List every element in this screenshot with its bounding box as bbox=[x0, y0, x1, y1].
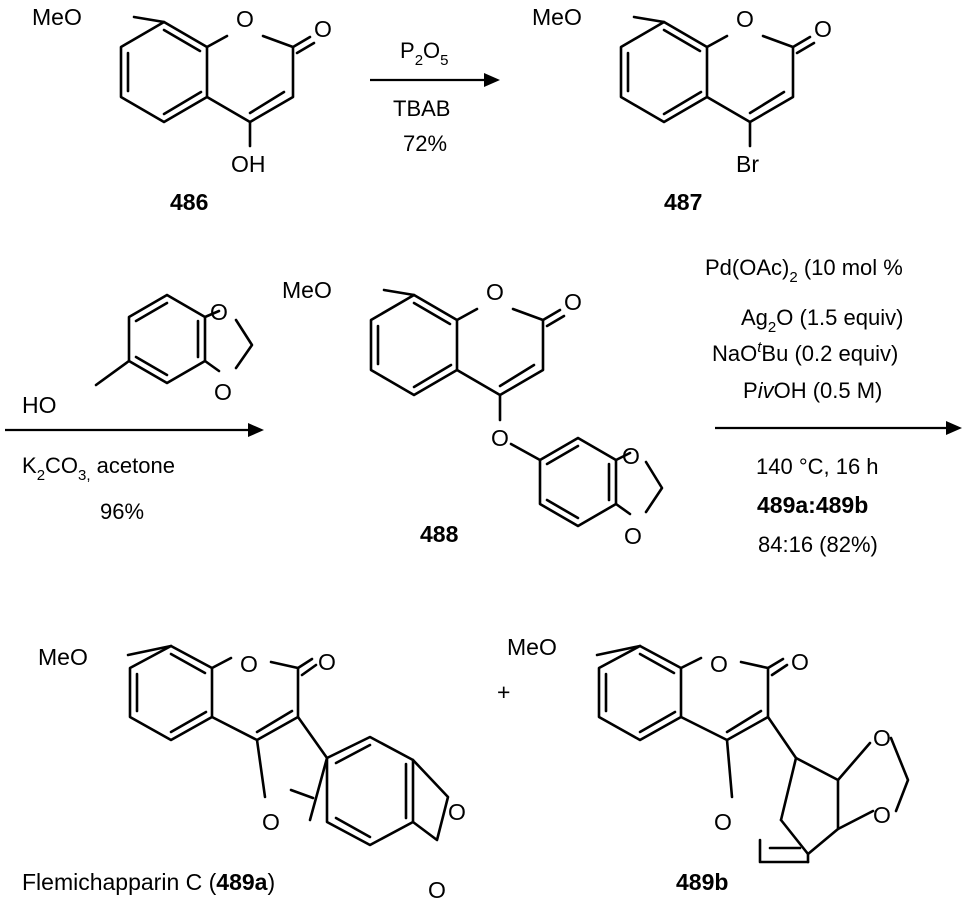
compound-label-489a: Flemichapparin C (489a) bbox=[22, 869, 275, 895]
step3-oxidant: Ag2O (1.5 equiv) bbox=[741, 305, 903, 336]
plus-sign: + bbox=[497, 679, 510, 705]
hydroxyl-label: HO bbox=[22, 392, 57, 418]
step2-yield: 96% bbox=[100, 499, 144, 524]
compound-label-489b: 489b bbox=[676, 869, 728, 895]
dioxole-oxygen-bottom: O bbox=[873, 802, 891, 828]
compound-486: MeO O O OH bbox=[32, 4, 332, 177]
methoxy-label: MeO bbox=[507, 634, 557, 660]
ring-oxygen-label: O bbox=[240, 651, 258, 677]
ring-oxygen-label: O bbox=[236, 6, 254, 32]
compound-label-486: 486 bbox=[170, 189, 208, 215]
reaction-arrow-step1 bbox=[370, 73, 500, 87]
compound-488: MeO O O O O O bbox=[282, 277, 664, 549]
carbonyl-oxygen-label: O bbox=[564, 289, 582, 315]
step3-base: NaOtBu (0.2 equiv) bbox=[712, 339, 898, 366]
sesamol-reagent: O O HO bbox=[22, 293, 254, 418]
methoxy-label: MeO bbox=[282, 277, 332, 303]
ring-oxygen-label: O bbox=[736, 6, 754, 32]
carbonyl-oxygen-label: O bbox=[814, 16, 832, 42]
bromine-label: Br bbox=[736, 151, 759, 177]
step3-temperature-time: 140 °C, 16 h bbox=[756, 454, 879, 479]
furan-oxygen-label: O bbox=[714, 809, 732, 835]
step1-additive: TBAB bbox=[393, 96, 450, 121]
compound-label-488: 488 bbox=[420, 521, 459, 547]
dioxole-oxygen-bottom: O bbox=[214, 379, 232, 405]
step2-base: K2CO3, acetone bbox=[22, 453, 175, 484]
step1-reagent: P2O5 bbox=[400, 38, 449, 69]
reaction-arrow-step3 bbox=[715, 421, 962, 435]
step3-product-ratio-value: 84:16 (82%) bbox=[758, 532, 878, 557]
methoxy-label: MeO bbox=[38, 644, 88, 670]
step3-catalyst: Pd(OAc)2 (10 mol % bbox=[705, 255, 903, 286]
dioxole-oxygen-top: O bbox=[210, 299, 228, 325]
compound-489a: MeO O O O O O bbox=[38, 644, 466, 903]
methoxy-label: MeO bbox=[532, 4, 582, 30]
step3-acid: PivOH (0.5 M) bbox=[743, 378, 882, 403]
step1-yield: 72% bbox=[403, 131, 447, 156]
carbonyl-oxygen-label: O bbox=[791, 649, 809, 675]
hydroxyl-label: OH bbox=[231, 151, 266, 177]
dioxole-oxygen-bottom: O bbox=[428, 877, 446, 903]
compound-489b: MeO O O O O O bbox=[507, 634, 910, 864]
dioxole-oxygen-bottom: O bbox=[624, 523, 642, 549]
dioxole-oxygen-top: O bbox=[448, 799, 466, 825]
reaction-arrow-step2 bbox=[5, 423, 264, 437]
furan-oxygen-label: O bbox=[262, 809, 280, 835]
step3-product-ratio-label: 489a:489b bbox=[757, 492, 868, 518]
carbonyl-oxygen-label: O bbox=[318, 649, 336, 675]
ether-oxygen-label: O bbox=[491, 425, 509, 451]
carbonyl-oxygen-label: O bbox=[314, 16, 332, 42]
methoxy-label: MeO bbox=[32, 4, 82, 30]
dioxole-oxygen-top: O bbox=[873, 725, 891, 751]
ring-oxygen-label: O bbox=[486, 279, 504, 305]
compound-487: MeO O O Br bbox=[532, 4, 832, 177]
ring-oxygen-label: O bbox=[710, 651, 728, 677]
compound-label-487: 487 bbox=[664, 189, 702, 215]
dioxole-oxygen-top: O bbox=[622, 443, 640, 469]
